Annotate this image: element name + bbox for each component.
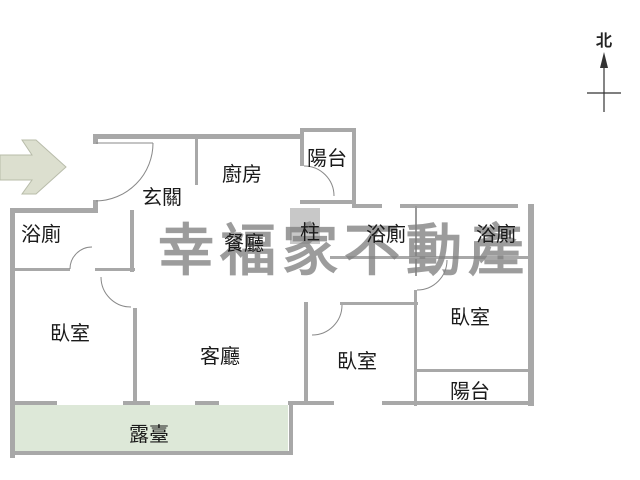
room-label-bath-right: 浴廁 (476, 222, 516, 246)
room-label-kitchen: 廚房 (222, 162, 262, 186)
room-label-bedroom-mid: 臥室 (337, 349, 377, 373)
room-label-bedroom-left: 臥室 (50, 321, 90, 345)
room-label-bath-left: 浴廁 (21, 222, 61, 246)
room-label-dining: 餐廳 (224, 231, 264, 255)
terrace-area (14, 405, 288, 453)
compass-north-label: 北 (596, 31, 613, 50)
room-label-living: 客廳 (200, 344, 240, 368)
room-label-pillar: 柱 (300, 220, 320, 244)
room-label-balcony-right: 陽台 (450, 379, 490, 403)
room-label-bath-mid: 浴廁 (366, 222, 406, 246)
room-label-bedroom-right: 臥室 (450, 305, 490, 329)
room-label-entrance: 玄關 (142, 185, 182, 209)
room-label-terrace: 露臺 (129, 422, 169, 446)
watermark: 幸福家不動產 (158, 219, 530, 284)
pillar-block (290, 208, 320, 244)
room-label-balcony-top: 陽台 (307, 146, 347, 170)
